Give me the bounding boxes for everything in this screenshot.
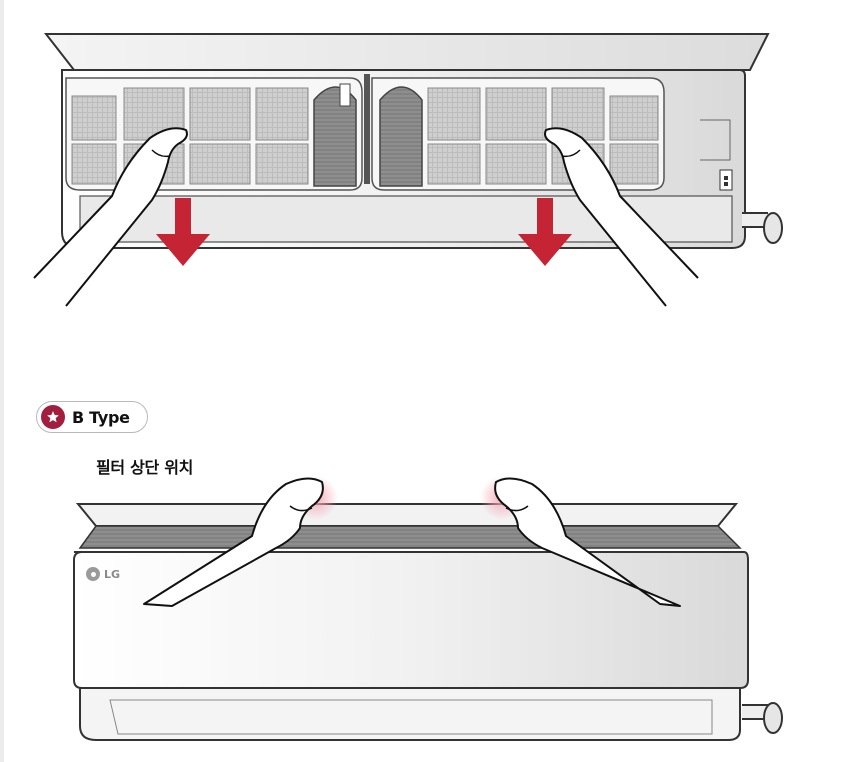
down-arrow-right <box>518 198 572 266</box>
down-arrow-left-shaft <box>175 198 191 236</box>
bottom-left-hand <box>143 477 324 607</box>
down-arrow-left <box>156 198 210 266</box>
top-unit-open-panel <box>43 33 770 71</box>
bottom-unit-tray <box>79 687 741 741</box>
type-badge-label: B Type <box>72 407 130 427</box>
bottom-unit-raised-panel <box>75 503 739 527</box>
bottom-unit-body <box>73 551 749 689</box>
bottom-right-hand <box>494 477 681 607</box>
left-margin-rule <box>0 0 4 762</box>
star-icon <box>41 405 65 429</box>
lg-logo-text: LG <box>104 567 121 581</box>
lg-logo: LG <box>86 567 120 581</box>
top-ac-unit <box>33 33 783 307</box>
bottom-ac-unit <box>73 476 783 741</box>
right-filter <box>371 77 665 191</box>
filter-position-caption: 필터 상단 위치 <box>96 458 194 477</box>
right-hand <box>544 127 699 307</box>
type-badge: B Type <box>36 401 148 433</box>
left-hand <box>33 127 188 307</box>
lg-logo-mark <box>86 567 100 581</box>
left-filter <box>65 77 363 191</box>
